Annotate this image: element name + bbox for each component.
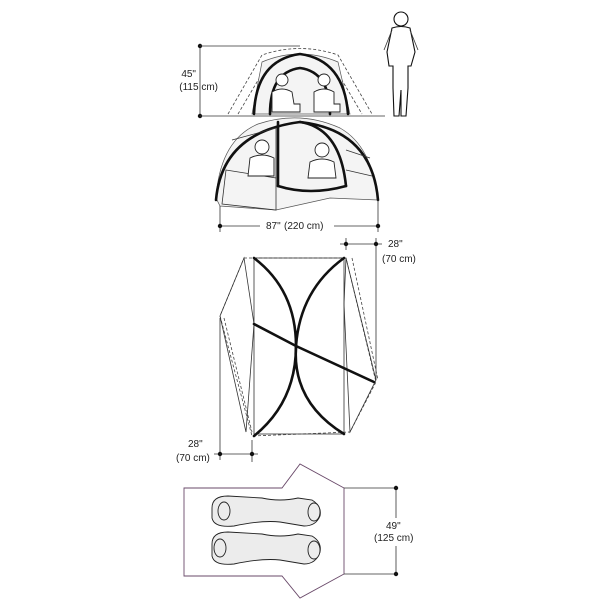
peak-height-metric: (115 cm) bbox=[179, 82, 218, 93]
vestibule-right-metric: (70 cm) bbox=[382, 254, 416, 265]
side-view: 45" (115 cm) bbox=[179, 11, 419, 119]
vestibule-left-imperial: 28" bbox=[188, 439, 203, 450]
floor-width-dimension-line bbox=[393, 485, 399, 577]
floor-width-metric: (125 cm) bbox=[374, 533, 413, 544]
side-view-person-right bbox=[313, 73, 341, 113]
peak-height-imperial: 45" bbox=[181, 69, 196, 80]
vestibule-left-dimension-line bbox=[214, 318, 258, 462]
front-view-person-right bbox=[307, 142, 337, 179]
vestibule-left-metric: (70 cm) bbox=[176, 453, 210, 464]
vestibule-right-imperial: 28" bbox=[388, 239, 403, 250]
sleeping-bag-lower bbox=[211, 531, 321, 565]
floor-plan: 49" (125 cm) bbox=[183, 463, 413, 599]
floor-length-metric: (220 cm) bbox=[284, 221, 323, 232]
scale-person-figure bbox=[383, 11, 419, 117]
top-view: 28" (70 cm) 28" (70 cm) bbox=[176, 238, 416, 464]
floor-length-dimension-line bbox=[217, 200, 381, 232]
vestibule-right-dimension-line bbox=[340, 238, 382, 380]
front-view-person-left bbox=[247, 139, 275, 177]
side-view-person-left bbox=[271, 73, 301, 113]
side-view-tent bbox=[227, 48, 373, 116]
floor-length-imperial: 87" bbox=[266, 221, 281, 232]
sleeping-bag-upper bbox=[211, 495, 321, 527]
floor-width-imperial: 49" bbox=[386, 521, 401, 532]
peak-height-dimension-line bbox=[197, 43, 385, 119]
front-view: 87" (220 cm) bbox=[214, 117, 381, 232]
